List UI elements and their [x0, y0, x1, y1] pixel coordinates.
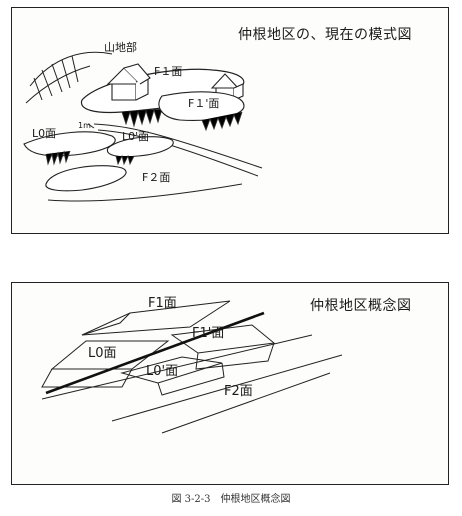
mountain-area — [25, 51, 113, 104]
concept-diagram-drawing — [41, 300, 343, 434]
present-schematic-panel: 仲根地区の、現在の模式図 山地部 F１面 F１'面 L0面 L0'面 F２面 1… — [11, 7, 449, 234]
road-line — [45, 311, 265, 395]
l0-label: L0面 — [88, 346, 117, 361]
scale-tick — [87, 123, 95, 129]
l0-prime-label: L0'面 — [122, 130, 150, 143]
panel-title: 仲根地区の、現在の模式図 — [238, 27, 412, 43]
panel-title: 仲根地区概念図 — [310, 298, 412, 314]
f2-label: F2面 — [224, 384, 253, 399]
l0-prime-scarp — [115, 154, 135, 166]
f1-label: F1面 — [148, 296, 177, 311]
f2-label: F２面 — [142, 171, 171, 184]
l0-prime-terrace — [106, 136, 174, 158]
figure-caption: 図 3-2-3 仲根地区概念図 — [171, 494, 291, 505]
l0-label: L0面 — [32, 127, 57, 140]
mountain-label: 山地部 — [104, 41, 137, 54]
f1-prime-label: F１'面 — [188, 97, 220, 110]
ground-line — [47, 183, 243, 202]
l0-prime-label: L0'面 — [146, 364, 179, 379]
terrace-block-outlines — [41, 300, 343, 434]
f1-prime-scarp — [201, 111, 243, 132]
l0-scarp — [45, 150, 71, 166]
f2-terrace — [45, 165, 127, 192]
f1-label: F１面 — [154, 65, 183, 78]
present-schematic-drawing — [23, 51, 263, 202]
scale-label: 1m — [78, 121, 91, 130]
concept-diagram-panel: 仲根地区概念図 F1面 F1'面 L0面 L0'面 F2面 — [11, 282, 449, 485]
house-icon — [106, 63, 151, 101]
f1-prime-label: F1'面 — [192, 326, 225, 341]
